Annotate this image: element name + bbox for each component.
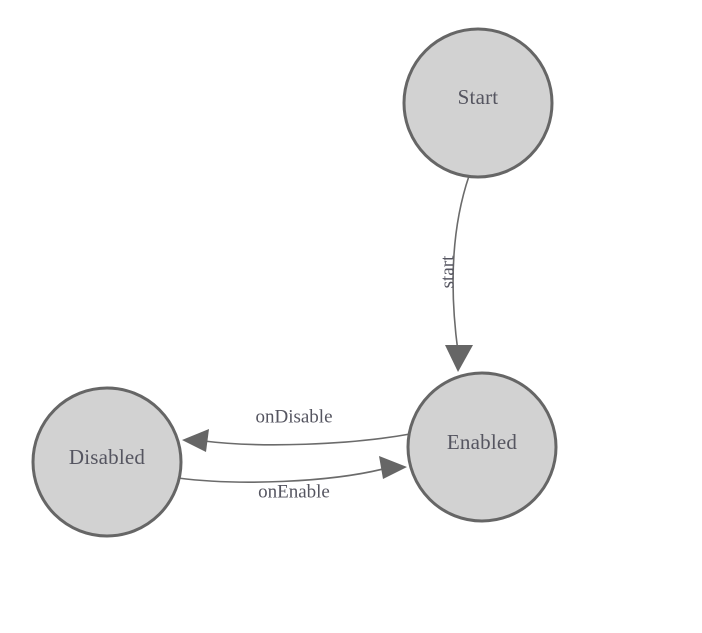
node-start-circle	[402, 27, 554, 179]
edge-enabled-to-disabled[interactable]: onDisable	[182, 406, 411, 452]
edge-start-to-enabled[interactable]: start	[437, 175, 473, 372]
node-disabled[interactable]: Disabled	[31, 386, 183, 538]
edge-enabled-to-disabled-arrowhead	[182, 429, 209, 452]
edge-disabled-to-enabled-label: onEnable	[258, 481, 330, 502]
node-start-label: Start	[458, 85, 499, 109]
edge-start-to-enabled-arrowhead	[445, 345, 473, 372]
edge-start-to-enabled-label: start	[437, 255, 458, 288]
node-start[interactable]: Start	[402, 27, 554, 179]
edge-disabled-to-enabled[interactable]: onEnable	[177, 456, 407, 502]
edge-disabled-to-enabled-arrowhead	[379, 456, 407, 479]
edge-disabled-to-enabled-path	[177, 468, 384, 483]
node-disabled-label: Disabled	[69, 445, 146, 469]
node-disabled-circle	[31, 386, 183, 538]
node-enabled[interactable]: Enabled	[406, 371, 558, 523]
edge-start-to-enabled-path	[452, 175, 470, 353]
edge-enabled-to-disabled-path	[203, 433, 411, 446]
node-enabled-circle	[406, 371, 558, 523]
edge-enabled-to-disabled-label: onDisable	[255, 406, 332, 427]
node-enabled-label: Enabled	[447, 430, 518, 454]
